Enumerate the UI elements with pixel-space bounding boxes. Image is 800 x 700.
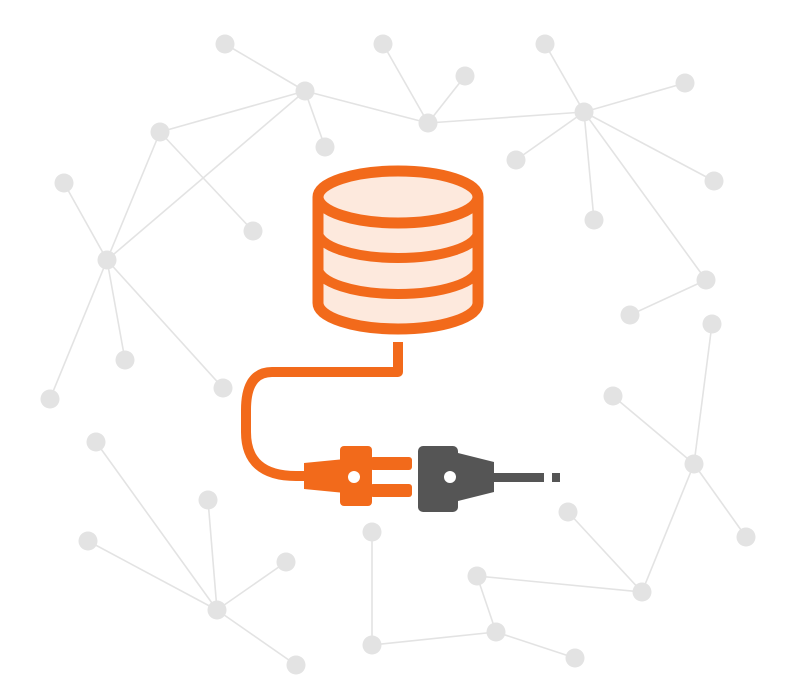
network-node — [362, 522, 382, 542]
network-node — [565, 648, 585, 668]
database-icon — [312, 165, 484, 335]
socket-head — [418, 446, 458, 512]
network-node — [86, 432, 106, 452]
network-node — [696, 270, 716, 290]
network-edge — [495, 631, 576, 659]
network-edge — [49, 259, 108, 400]
network-node — [207, 600, 227, 620]
network-edge — [304, 90, 429, 124]
network-edge — [159, 90, 306, 133]
network-edge — [371, 631, 497, 646]
network-node — [584, 210, 604, 230]
network-node — [295, 81, 315, 101]
network-edge — [583, 111, 715, 182]
network-node — [40, 389, 60, 409]
database-body — [318, 197, 478, 329]
network-node — [373, 34, 393, 54]
network-node — [574, 102, 594, 122]
network-edge — [629, 279, 707, 316]
network-edge — [106, 259, 126, 361]
network-edge — [693, 463, 747, 538]
network-node — [704, 171, 724, 191]
network-node — [702, 314, 722, 334]
network-edge — [544, 43, 585, 113]
socket-cable — [492, 473, 544, 482]
network-edge — [583, 82, 686, 113]
network-nodes — [40, 34, 756, 675]
network-node — [362, 635, 382, 655]
network-edge — [476, 575, 643, 593]
network-node — [467, 566, 487, 586]
network-node — [603, 386, 623, 406]
network-edge — [515, 111, 585, 161]
orange-plug-icon — [304, 446, 412, 506]
network-node — [115, 350, 135, 370]
network-edges — [49, 43, 747, 666]
network-edge — [159, 131, 254, 232]
network-edge — [106, 259, 224, 389]
plug-hole — [348, 471, 360, 483]
plug-prong-top — [370, 457, 412, 470]
network-node — [558, 502, 578, 522]
network-edge — [304, 90, 326, 148]
network-node — [243, 221, 263, 241]
socket-cable-tip — [552, 473, 560, 482]
network-edge — [63, 182, 108, 261]
database-outline — [312, 197, 484, 335]
network-node — [486, 622, 506, 642]
network-edge — [87, 540, 218, 611]
network-edge — [382, 43, 429, 124]
network-node — [286, 655, 306, 675]
network-edge — [583, 111, 707, 281]
network-graph-icon — [40, 34, 756, 675]
network-edge — [207, 499, 218, 611]
network-node — [213, 378, 233, 398]
network-node — [506, 150, 526, 170]
network-node — [215, 34, 235, 54]
database-band-1 — [313, 231, 483, 263]
network-node — [632, 582, 652, 602]
network-node — [97, 250, 117, 270]
network-node — [684, 454, 704, 474]
network-edge — [216, 561, 287, 611]
network-edge — [476, 575, 497, 633]
network-edge — [427, 75, 466, 124]
network-edge — [583, 111, 595, 221]
network-node — [315, 137, 335, 157]
socket-neck — [454, 452, 494, 502]
network-node — [54, 173, 74, 193]
network-edge — [641, 463, 695, 593]
network-edge — [693, 323, 713, 465]
network-node — [198, 490, 218, 510]
cable — [241, 342, 403, 481]
network-node — [276, 552, 296, 572]
network-node — [620, 305, 640, 325]
network-edge — [612, 395, 695, 465]
database-top — [312, 165, 484, 229]
network-edge — [106, 131, 161, 261]
plug-neck — [304, 459, 345, 493]
network-edge — [567, 511, 643, 593]
network-node — [736, 527, 756, 547]
network-edge — [216, 609, 297, 666]
network-node — [418, 113, 438, 133]
network-edge — [427, 111, 585, 124]
network-node — [150, 122, 170, 142]
socket-plug-icon — [418, 446, 560, 512]
network-edge — [95, 441, 218, 611]
network-node — [675, 73, 695, 93]
database-band-2 — [313, 267, 483, 299]
network-node — [78, 531, 98, 551]
plug-prong-bottom — [370, 484, 412, 497]
socket-hole — [444, 471, 456, 483]
network-edge — [106, 90, 306, 261]
database-plug-icon — [241, 165, 560, 512]
network-node — [535, 34, 555, 54]
network-node — [455, 66, 475, 86]
network-edge — [224, 43, 306, 92]
